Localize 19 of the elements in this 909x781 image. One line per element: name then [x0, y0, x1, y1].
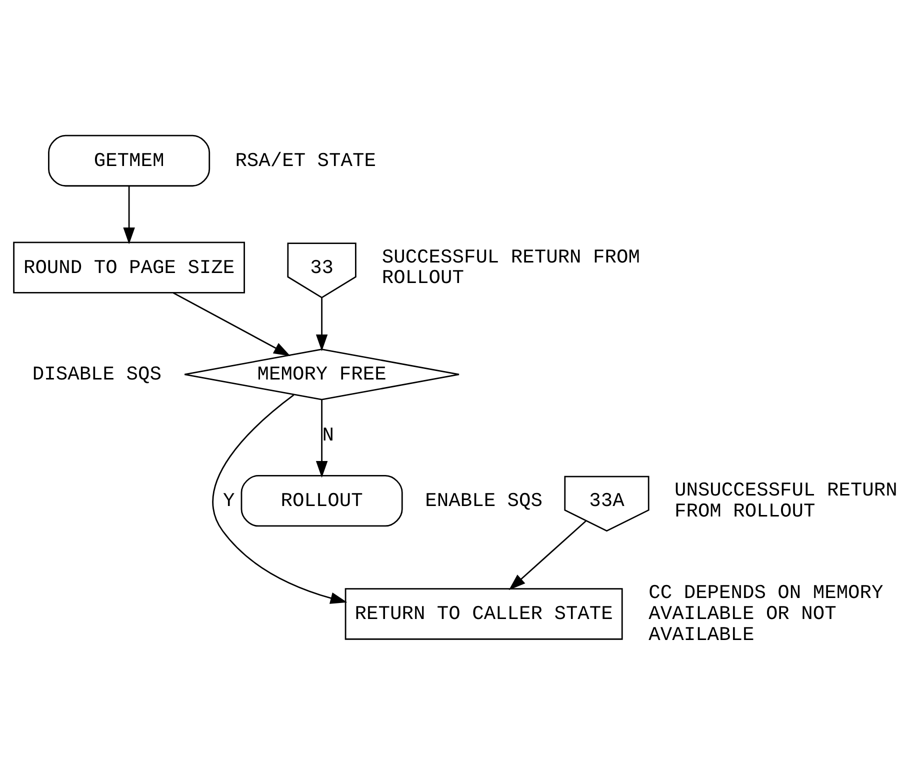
arrow: [316, 400, 328, 478]
arrow: [212, 394, 348, 604]
label: DISABLE SQS: [32, 364, 162, 386]
node-box: GETMEM: [48, 134, 210, 187]
edge-label: N: [322, 424, 334, 446]
node-label: CC DEPENDS ON MEMORY AVAILABLE OR NOT AVAILABLE: [648, 582, 884, 646]
node-label: UNSUCCESSFUL RETURN FROM ROLLOUT: [674, 480, 898, 522]
arrow: [508, 520, 586, 590]
node-box: RETURN TO CALLER STATE: [344, 588, 623, 640]
label: ENABLE SQS: [425, 490, 542, 512]
arrow: [123, 186, 135, 244]
edge-label: Y: [223, 490, 235, 512]
node-box: ROLLOUT: [240, 475, 403, 527]
node-box: ROUND TO PAGE SIZE: [13, 242, 245, 294]
node-label: SUCCESSFUL RETURN FROM ROLLOUT: [382, 246, 640, 290]
node-diamond: MEMORY FREE: [184, 348, 460, 400]
arrow: [172, 292, 290, 356]
node-label: RSA/ET STATE: [235, 150, 376, 172]
arrow: [316, 298, 328, 352]
